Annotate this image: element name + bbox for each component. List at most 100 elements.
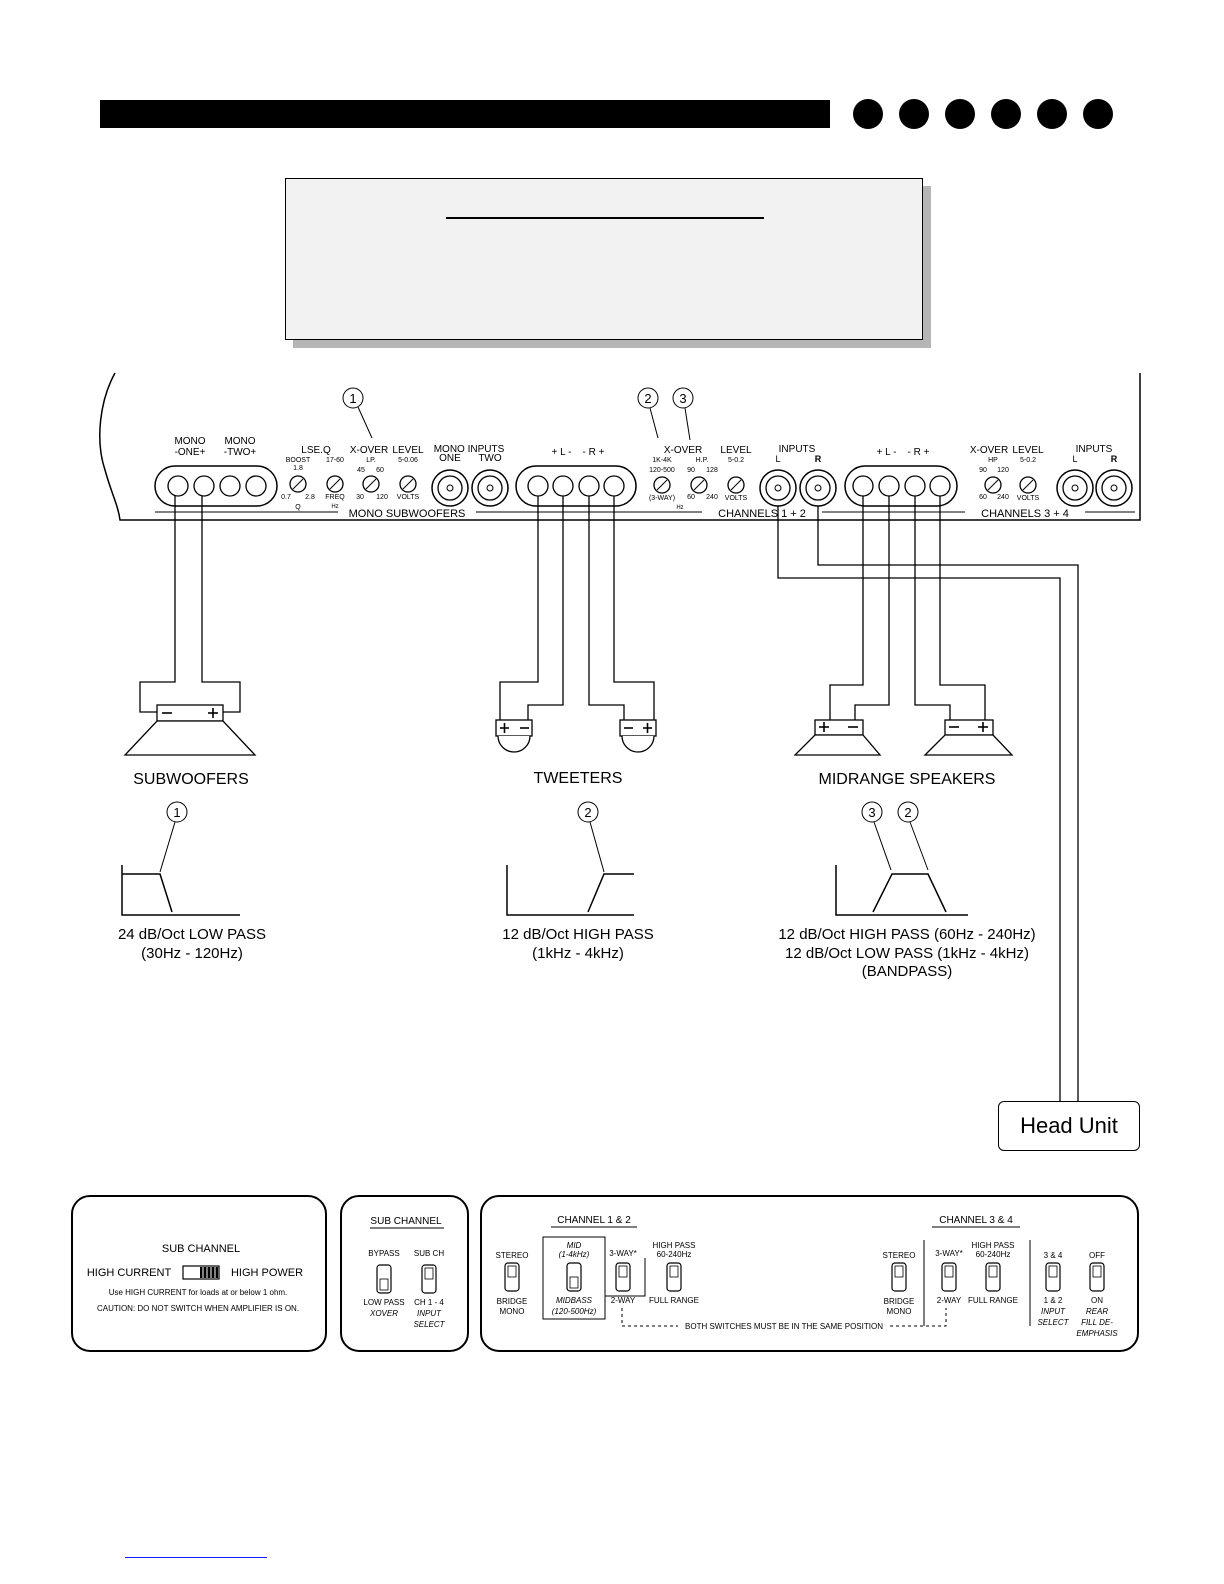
ch12-input-r: R bbox=[815, 454, 822, 464]
ch34-input-r: R bbox=[1111, 454, 1118, 464]
ch12-terminal-block bbox=[515, 465, 637, 507]
freq-label: FREQ bbox=[325, 494, 345, 501]
mono-terminal-block bbox=[154, 465, 278, 507]
tweet-curve-range: (1kHz - 4kHz) bbox=[532, 945, 624, 962]
ch12-full-range-label: FULL RANGE bbox=[649, 1296, 699, 1305]
ch34-hp-val: 90 bbox=[979, 467, 987, 474]
mid-curve-lp-label: 12 dB/Oct LOW PASS (1kHz - 4kHz) bbox=[785, 945, 1029, 962]
ch12-stereo-label: STEREO bbox=[496, 1251, 529, 1260]
tweet-curve-callout: 2 bbox=[577, 801, 605, 873]
q-min: 0.7 bbox=[281, 494, 291, 501]
subwoofer-speaker bbox=[123, 704, 257, 756]
ch12-inputs-label: INPUTS bbox=[779, 444, 816, 455]
ch34-2way-label: 2-WAY bbox=[937, 1296, 962, 1305]
ch34-select-label: SELECT bbox=[1037, 1318, 1069, 1327]
ch34-hp-val: 240 bbox=[997, 494, 1009, 501]
mid-bandpass-curve bbox=[835, 865, 968, 916]
rear-fill-off-label: OFF bbox=[1089, 1251, 1105, 1260]
ch34-inputs-label: INPUTS bbox=[1076, 444, 1113, 455]
q-max: 2.8 bbox=[305, 494, 315, 501]
terminal-screw bbox=[245, 475, 267, 497]
ch34-volts: VOLTS bbox=[1017, 495, 1040, 502]
svg-text:3: 3 bbox=[868, 805, 875, 820]
mono-one-polarity: -ONE+ bbox=[175, 447, 206, 458]
header-dot bbox=[1037, 99, 1067, 129]
mono-two-label: MONO bbox=[224, 436, 255, 447]
ch34-level-label: LEVEL bbox=[1012, 445, 1044, 456]
sub-xover-val: 60 bbox=[376, 467, 384, 474]
ch34-polarity-label: + L - - R + bbox=[877, 447, 930, 458]
ch34-hp-val: 120 bbox=[997, 467, 1009, 474]
ch34-mono-label: MONO bbox=[887, 1307, 912, 1316]
tweet-curve-label: 12 dB/Oct HIGH PASS bbox=[502, 926, 653, 943]
midrange-left bbox=[793, 719, 882, 756]
ch12-hp-val: 60 bbox=[687, 494, 695, 501]
tweeters-label: TWEETERS bbox=[534, 770, 623, 787]
title-underline bbox=[446, 217, 764, 219]
ch12-hp-val: 240 bbox=[706, 494, 718, 501]
low-pass-label: LOW PASS bbox=[363, 1298, 404, 1307]
ch34-3way-label: 3-WAY* bbox=[935, 1249, 963, 1258]
terminal-screw bbox=[193, 475, 215, 497]
high-current-note: Use HIGH CURRENT for loads at or below 1… bbox=[109, 1288, 288, 1297]
ch12-mid-range: 120-500 bbox=[649, 467, 675, 474]
svg-text:3: 3 bbox=[679, 391, 686, 406]
ch34-input-l: L bbox=[1072, 454, 1077, 464]
ch12-switch-title: CHANNEL 1 & 2 bbox=[557, 1215, 631, 1226]
mid-curve-callouts: 3 2 bbox=[861, 801, 929, 871]
ch12-3way: (3-WAY) bbox=[649, 495, 675, 502]
ch-1-4-label: CH 1 - 4 bbox=[414, 1298, 444, 1307]
ch12-high-pass-label: HIGH PASS bbox=[653, 1241, 696, 1250]
mid-label: MID bbox=[567, 1241, 582, 1250]
input-12-label: 1 & 2 bbox=[1044, 1296, 1063, 1305]
ch34-input-label: INPUT bbox=[1041, 1307, 1066, 1316]
header-dot bbox=[1083, 99, 1113, 129]
mid-curve-hp-label: 12 dB/Oct HIGH PASS (60Hz - 240Hz) bbox=[778, 926, 1035, 943]
mono-inputs-label: MONO INPUTS bbox=[434, 444, 505, 455]
xover-label: XOVER bbox=[369, 1309, 398, 1318]
mid-midbass-frame bbox=[542, 1236, 606, 1320]
amp-panel-outline bbox=[99, 372, 1141, 521]
ch12-hp-label: H.P. bbox=[696, 457, 709, 464]
ch34-stereo-label: STEREO bbox=[883, 1251, 916, 1260]
header-dot bbox=[945, 99, 975, 129]
sub-channel-title: SUB CHANNEL bbox=[370, 1216, 442, 1227]
sub-curve-range: (30Hz - 120Hz) bbox=[141, 945, 243, 962]
emphasis-label: EMPHASIS bbox=[1076, 1329, 1118, 1338]
ch12-polarity-label: + L - - R + bbox=[552, 447, 605, 458]
select-label: SELECT bbox=[413, 1320, 445, 1329]
rear-label: REAR bbox=[1086, 1307, 1108, 1316]
lseq-label: LSE.Q bbox=[301, 445, 331, 456]
ch12-high-pass-range: 60-240Hz bbox=[657, 1250, 692, 1259]
caution-note: CAUTION: DO NOT SWITCH WHEN AMPLIFIER IS… bbox=[97, 1304, 299, 1313]
sub-lowpass-curve bbox=[121, 865, 240, 916]
ch12-xover-label: X-OVER bbox=[664, 445, 702, 456]
input-34-label: 3 & 4 bbox=[1044, 1251, 1063, 1260]
speaker-wires bbox=[139, 496, 1079, 1101]
ch34-hp-val: 60 bbox=[979, 494, 987, 501]
sub-channel-switch-panel bbox=[340, 1195, 469, 1352]
mono-input-two: TWO bbox=[478, 453, 502, 464]
ch12-lp-range: 1K-4K bbox=[652, 457, 672, 464]
mid-curve-bandpass: (BANDPASS) bbox=[862, 963, 953, 980]
tweet-highpass-curve bbox=[506, 865, 634, 916]
rear-fill-on-label: ON bbox=[1091, 1296, 1103, 1305]
head-unit-label: Head Unit bbox=[1020, 1113, 1118, 1138]
svg-text:2: 2 bbox=[644, 391, 651, 406]
boost-label: BOOST bbox=[286, 457, 311, 464]
mono-subwoofers-label: MONO SUBWOOFERS bbox=[349, 508, 466, 520]
head-unit-box: Head Unit bbox=[998, 1101, 1140, 1151]
ch12-2way-label: 2-WAY bbox=[611, 1296, 636, 1305]
mid-range-label: (1-4kHz) bbox=[559, 1250, 590, 1259]
ch12-volts: VOLTS bbox=[725, 495, 748, 502]
sub-ch-label: SUB CH bbox=[414, 1249, 444, 1258]
header-bar bbox=[100, 100, 830, 128]
sub-xover-val: 120 bbox=[376, 494, 388, 501]
midbass-label: MIDBASS bbox=[556, 1296, 593, 1305]
mono-input-one: ONE bbox=[439, 453, 461, 464]
fill-de-label: FILL DE- bbox=[1081, 1318, 1113, 1327]
freq-range: 17-60 bbox=[326, 457, 344, 464]
sub-level-range: 5-0.06 bbox=[398, 457, 418, 464]
sub-xover-label: X-OVER bbox=[350, 445, 388, 456]
ch12-level-range: 5-0.2 bbox=[728, 457, 744, 464]
